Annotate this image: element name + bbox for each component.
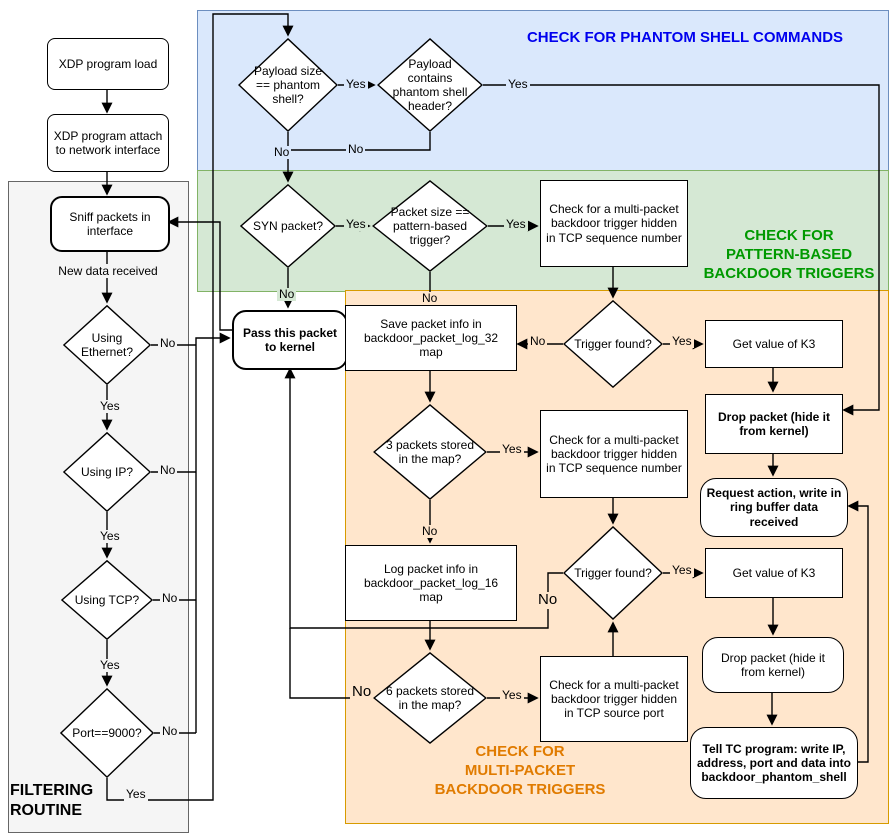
edge-label-yes-syn: Yes [344,217,368,232]
process-get-k3-2: Get value of K3 [705,548,843,598]
edge-label-no-tcp: No [160,591,180,606]
node-label: Request action, write in ring buffer dat… [706,486,842,529]
edge-label-no-payload-size: No [272,145,292,160]
edge-label-no-payload-contains: No [346,142,366,157]
process-check-seq-pattern: Check for a multi-packet backdoor trigge… [540,180,688,267]
edge-label-yes-tcp: Yes [98,658,122,673]
edge-label-no-6packets: No [350,683,374,701]
edge-label-no-trigger1: No [528,334,548,349]
node-label: Packet size == pattern-based trigger? [390,204,470,248]
process-drop-packet-1: Drop packet (hide it from kernel) [705,394,843,454]
edge-label-yes-payload-contains: Yes [506,77,530,92]
edge-label-yes-trigger1: Yes [670,334,694,349]
title-pattern-based: CHECK FOR PATTERN-BASED BACKDOOR TRIGGER… [703,227,875,282]
decision-packet-size-trigger: Packet size == pattern-based trigger? [372,180,488,272]
node-label: 6 packets stored in the map? [385,683,475,712]
label-new-data-received: New data received [50,264,166,278]
edge-label-no-ip: No [158,463,178,478]
node-label: Log packet info in backdoor_packet_log_1… [363,561,499,605]
edge-label-yes-3packets: Yes [500,442,524,457]
decision-using-ip: Using IP? [63,432,151,512]
node-label: Port==9000? [72,725,142,740]
node-label: 3 packets stored in the map? [385,437,475,466]
node-label: Check for a multi-packet backdoor trigge… [546,202,682,245]
node-label: Using IP? [80,464,134,479]
process-check-src-port: Check for a multi-packet backdoor trigge… [540,656,688,742]
decision-3-packets-stored: 3 packets stored in the map? [373,404,487,500]
process-sniff-packets: Sniff packets in interface [50,196,170,252]
decision-trigger-found-2: Trigger found? [563,526,663,620]
decision-syn-packet: SYN packet? [240,184,336,268]
node-label: XDP program attach to network interface [53,128,163,157]
process-log-log16: Log packet info in backdoor_packet_log_1… [345,545,517,621]
node-label: Using TCP? [74,592,140,607]
edge-label-no-ethernet: No [158,336,178,351]
diamond-shape [372,180,488,272]
node-label: Drop packet (hide it from kernel) [717,409,830,438]
edge-label-no-port: No [160,724,180,739]
process-get-k3-1: Get value of K3 [705,320,843,368]
edge-label-yes-trigger2: Yes [670,563,694,578]
node-label: XDP program load [58,56,158,71]
process-xdp-program-load: XDP program load [47,38,169,90]
edge-label-no-3packets: No [420,524,440,539]
decision-port-9000: Port==9000? [60,688,154,778]
edge-label-no-packet-size: No [420,291,440,306]
node-label: Check for a multi-packet backdoor trigge… [549,677,679,721]
edge-label-yes-ip: Yes [98,529,122,544]
diamond-shape [563,526,663,620]
process-xdp-attach: XDP program attach to network interface [47,114,169,172]
process-tell-tc-program: Tell TC program: write IP, address, port… [690,727,858,799]
process-drop-packet-2: Drop packet (hide it from kernel) [702,637,844,693]
node-label: Sniff packets in interface [69,209,151,238]
node-label: Save packet info in backdoor_packet_log_… [363,316,499,360]
node-label: Payload contains phantom shell header? [392,56,468,114]
node-label: Tell TC program: write IP, address, port… [696,741,852,785]
edge-label-yes-port: Yes [124,787,148,802]
node-label: Get value of K3 [732,565,816,580]
decision-using-tcp: Using TCP? [61,560,153,640]
node-label: Drop packet (hide it from kernel) [720,650,826,679]
node-label: SYN packet? [252,218,324,233]
title-phantom-shell: CHECK FOR PHANTOM SHELL COMMANDS [526,29,844,46]
decision-6-packets-stored: 6 packets stored in the map? [373,652,487,744]
process-request-action: Request action, write in ring buffer dat… [700,478,848,537]
node-label: Using Ethernet? [80,330,134,359]
edge-label-no-syn: No [277,287,297,302]
edge-label-yes-payload-size: Yes [344,77,368,92]
node-label: Payload size == phantom shell? [253,63,323,107]
decision-payload-contains-header: Payload contains phantom shell header? [377,38,483,132]
process-check-seq-multi: Check for a multi-packet backdoor trigge… [540,410,688,498]
diamond-shape [373,652,487,744]
title-filtering-routine: FILTERING ROUTINE [10,782,94,819]
process-pass-to-kernel: Pass this packet to kernel [232,310,348,370]
node-label: Trigger found? [574,565,652,580]
node-label: Trigger found? [574,336,652,351]
edge-label-no-trigger2: No [536,591,560,609]
decision-payload-size: Payload size == phantom shell? [238,38,338,132]
edge-label-yes-packet-size: Yes [504,217,528,232]
decision-using-ethernet: Using Ethernet? [63,305,151,385]
node-label: Pass this packet to kernel [242,325,338,354]
node-label: Check for a multi-packet backdoor trigge… [546,432,682,476]
node-label: Get value of K3 [732,336,816,351]
decision-trigger-found-1: Trigger found? [563,300,663,388]
title-multi-packet: CHECK FOR MULTI-PACKET BACKDOOR TRIGGERS [434,743,606,798]
edge-label-yes-6packets: Yes [500,688,524,703]
edge-label-yes-ethernet: Yes [98,399,122,414]
process-save-log32: Save packet info in backdoor_packet_log_… [345,305,517,371]
diamond-shape [377,38,483,132]
